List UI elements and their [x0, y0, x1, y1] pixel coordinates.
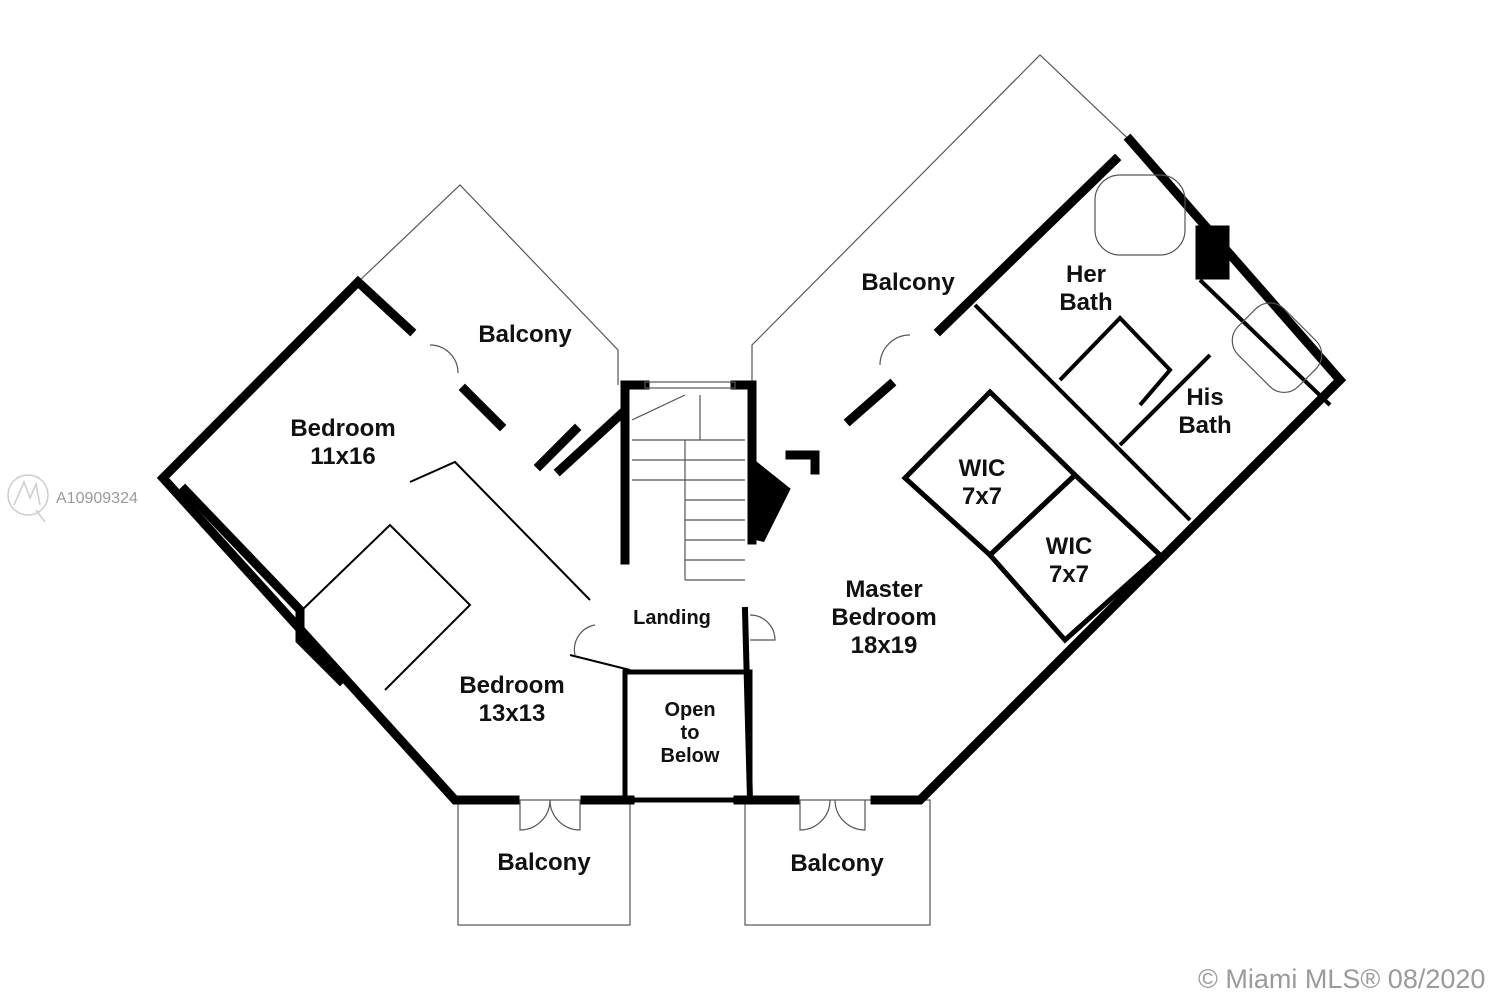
bedroom-1-size: 11x16 [310, 443, 375, 470]
listing-id-watermark: A10909324 [56, 490, 138, 507]
bedroom-1-name: Bedroom [290, 415, 395, 442]
stair-core [553, 380, 757, 804]
his-bath-line-1: His [1186, 384, 1223, 411]
bedroom-2-size: 13x13 [479, 700, 546, 727]
balcony-bottom-left-label: Balcony [497, 849, 591, 876]
wic-2-name: WIC [1046, 533, 1093, 560]
open-below-line-1: Open [664, 699, 715, 721]
balcony-left-top-label: Balcony [478, 321, 572, 348]
doors [429, 334, 911, 831]
open-below-line-3: Below [661, 745, 720, 767]
copyright-watermark: © Miami MLS® 08/2020 [1198, 964, 1486, 994]
wic-1-name: WIC [959, 455, 1006, 482]
mls-logo-icon [7, 474, 49, 523]
landing-label: Landing [633, 607, 711, 629]
wic-2-size: 7x7 [1049, 561, 1089, 588]
stairs [631, 394, 745, 581]
right-wing-walls [733, 133, 1347, 805]
her-bath-line-1: Her [1066, 261, 1106, 288]
balcony-right-top-label: Balcony [861, 269, 955, 296]
master-size: 18x19 [851, 632, 918, 659]
open-below-line-2: to [681, 722, 700, 744]
balcony-bottom-right-label: Balcony [790, 850, 884, 877]
balcony-outlines [357, 54, 1141, 926]
left-wing-walls [156, 275, 635, 805]
master-line-1: Master [845, 576, 922, 603]
his-bath-line-2: Bath [1178, 412, 1231, 439]
master-line-2: Bedroom [831, 604, 936, 631]
bedroom-2-name: Bedroom [459, 672, 564, 699]
wic-1-size: 7x7 [962, 483, 1002, 510]
her-bath-line-2: Bath [1059, 289, 1112, 316]
